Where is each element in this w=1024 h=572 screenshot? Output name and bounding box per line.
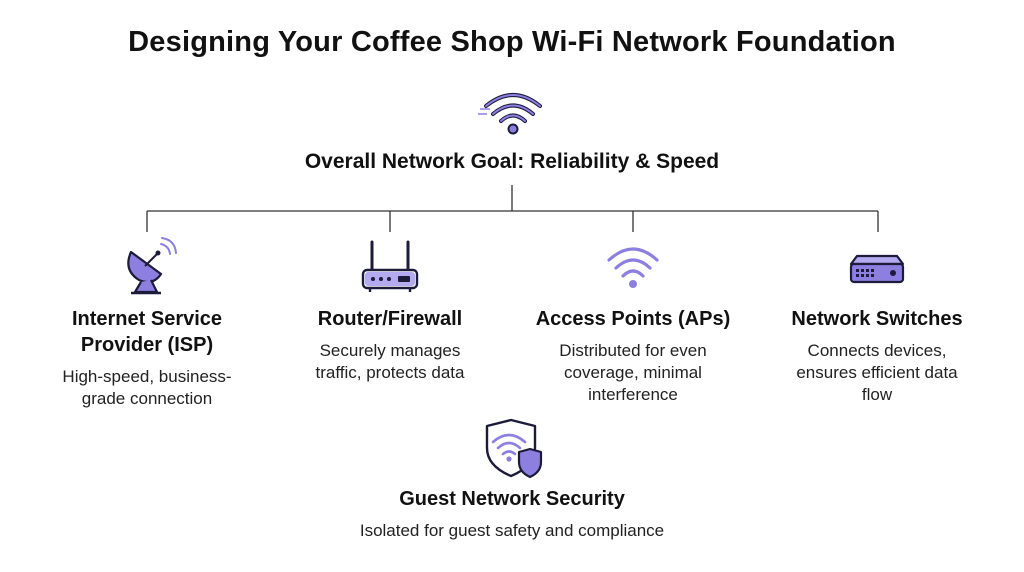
node-description: Securely manages traffic, protects data bbox=[315, 341, 465, 382]
node-description: Connects devices, ensures efficient data… bbox=[796, 341, 958, 404]
node-switches: Network Switches Connects devices, ensur… bbox=[762, 236, 992, 406]
page-title: Designing Your Coffee Shop Wi-Fi Network… bbox=[128, 26, 896, 58]
security-heading: Guest Network Security bbox=[399, 488, 625, 510]
node-isp: Internet Service Provider (ISP) High-spe… bbox=[32, 236, 262, 410]
shield-wifi-icon bbox=[485, 418, 543, 479]
node-heading: Internet Service Provider (ISP) bbox=[71, 308, 223, 356]
node-description: Distributed for even coverage, minimal i… bbox=[559, 341, 707, 404]
security-description: Isolated for guest safety and compliance bbox=[359, 521, 665, 540]
goal-label: Overall Network Goal: Reliability & Spee… bbox=[304, 150, 720, 173]
node-access-points: Access Points (APs) Distributed for even… bbox=[518, 236, 748, 406]
tree-connectors bbox=[146, 185, 879, 232]
node-description: High-speed, business- grade connection bbox=[62, 367, 232, 408]
guest-security-section: Guest Network Security Isolated for gues… bbox=[312, 418, 712, 541]
wifi-signal-icon bbox=[478, 93, 542, 135]
node-heading: Router/Firewall bbox=[317, 308, 463, 330]
network-switch-icon bbox=[849, 254, 905, 284]
satellite-dish-icon bbox=[127, 237, 177, 295]
node-router: Router/Firewall Securely manages traffic… bbox=[275, 236, 505, 384]
wifi-icon bbox=[607, 247, 659, 288]
router-icon bbox=[361, 240, 419, 292]
node-heading: Access Points (APs) bbox=[535, 308, 731, 330]
node-heading: Network Switches bbox=[791, 308, 963, 330]
